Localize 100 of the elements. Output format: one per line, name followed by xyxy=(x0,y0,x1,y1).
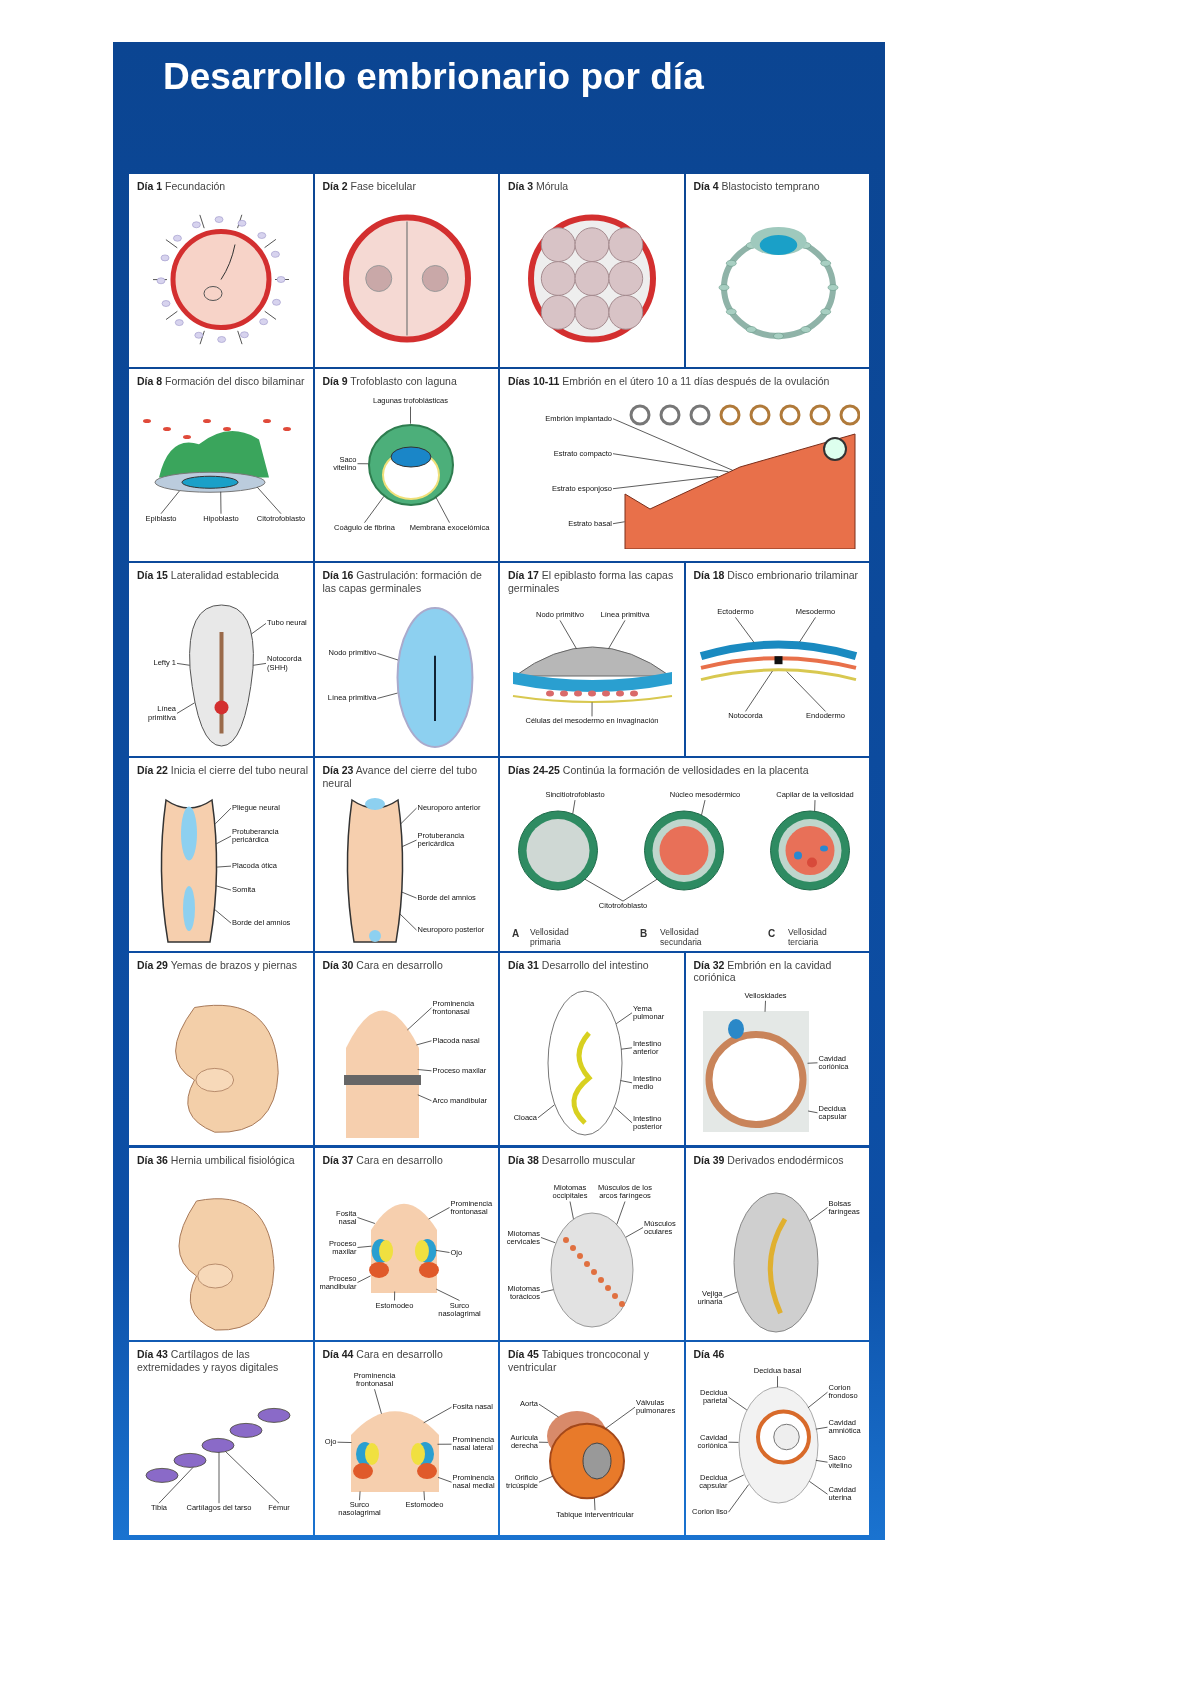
leader-line xyxy=(591,702,593,717)
leader-line xyxy=(401,839,417,848)
leader-line xyxy=(437,1477,452,1483)
leader-line xyxy=(569,1201,574,1220)
leader-line xyxy=(435,1249,450,1253)
panel xyxy=(685,174,869,367)
panel-heading: Día 45 Tabiques troncoconal y ventricular xyxy=(508,1348,651,1374)
panel xyxy=(500,563,684,757)
leader-line xyxy=(220,491,222,515)
panel xyxy=(314,758,498,951)
leader-line xyxy=(814,799,816,812)
panel-heading: Día 43 Cartílagos de las extremidades y rayos digitales xyxy=(137,1348,280,1374)
leader-line xyxy=(416,1040,432,1046)
panel xyxy=(129,952,313,1146)
panel xyxy=(129,174,313,367)
leader-line xyxy=(374,1388,382,1415)
leader-line xyxy=(745,670,773,712)
leader-line xyxy=(815,1426,828,1430)
leader-line xyxy=(612,453,729,473)
leader-line xyxy=(538,1441,549,1443)
panel-heading: Día 15 Lateralidad establecida xyxy=(137,569,280,582)
leader-line xyxy=(786,671,826,712)
panel-heading: Día 3 Mórula xyxy=(508,180,570,193)
leader-line xyxy=(435,496,450,524)
leader-line xyxy=(807,1391,828,1409)
leader-line xyxy=(401,891,417,899)
leader-line xyxy=(357,463,369,465)
panel xyxy=(685,563,869,757)
leader-line xyxy=(417,1069,432,1072)
leader-line xyxy=(399,913,417,931)
panel-heading: Día 38 Desarrollo muscular xyxy=(508,1153,637,1167)
leader-line xyxy=(701,799,706,816)
leader-line xyxy=(214,909,232,924)
leader-line xyxy=(625,1227,644,1238)
panel-heading: Día 4 Blastocisto temprano xyxy=(693,180,821,193)
panel-heading: Día 39 Derivados endodérmicos xyxy=(693,1153,845,1167)
leader-line xyxy=(158,1466,194,1504)
panel-heading: Día 32 Embrión en la cavidad coriónica xyxy=(693,958,833,984)
panel-heading: Días 10-11 Embrión en el útero 10 a 11 días después de la ovulación xyxy=(508,374,831,388)
leader-line xyxy=(364,495,385,524)
panel xyxy=(129,1342,313,1535)
leader-line xyxy=(423,1490,425,1501)
leader-line xyxy=(559,620,577,649)
leader-line xyxy=(407,1007,432,1031)
panel xyxy=(129,1147,313,1341)
leader-line xyxy=(620,1080,633,1084)
caption-label: Vellosidad secundaria xyxy=(660,928,703,948)
leader-line xyxy=(252,663,267,666)
panel xyxy=(685,1342,869,1535)
panel xyxy=(685,1147,869,1341)
panel-heading: Día 16 Gastrulación: formación de las capas germinales xyxy=(322,569,483,595)
leader-line xyxy=(176,663,191,666)
leader-line xyxy=(622,878,658,902)
leader-line xyxy=(176,702,195,714)
leader-line xyxy=(410,406,411,425)
panel xyxy=(500,1342,684,1535)
leader-line xyxy=(723,1291,738,1298)
leader-line xyxy=(808,1480,828,1495)
leader-line xyxy=(218,1451,220,1504)
leader-line xyxy=(572,799,576,815)
leader-line xyxy=(160,490,181,515)
leader-line xyxy=(540,1237,556,1244)
leader-line xyxy=(417,1094,432,1102)
leader-line xyxy=(612,418,734,471)
panel xyxy=(500,952,684,1146)
leader-line xyxy=(215,835,232,845)
leader-line xyxy=(616,1201,626,1225)
panel-heading: Día 30 Cara en desarrollo xyxy=(322,958,444,972)
panel-heading: Día 31 Desarrollo del intestino xyxy=(508,958,650,972)
leader-line xyxy=(735,617,755,643)
panel xyxy=(500,1147,684,1341)
panel xyxy=(129,563,313,757)
panel xyxy=(129,368,313,562)
panel-heading: Día 29 Yemas de brazos y piernas xyxy=(137,958,298,972)
leader-line xyxy=(256,486,282,515)
panel xyxy=(314,1342,498,1535)
leader-line xyxy=(764,1000,766,1013)
panel xyxy=(314,952,498,1146)
leader-line xyxy=(359,1491,361,1501)
leader-line xyxy=(608,620,626,649)
leader-line xyxy=(357,1245,372,1248)
leader-line xyxy=(216,865,232,868)
leader-line xyxy=(807,1062,818,1064)
panel-letter: A xyxy=(512,928,521,940)
panel-letter: C xyxy=(768,928,777,940)
leader-line xyxy=(225,1451,280,1504)
panel-heading: Día 36 Hernia umbilical fisiológica xyxy=(137,1153,296,1167)
panel-heading: Día 17 El epiblasto forma las capas germinales xyxy=(508,569,675,595)
panel-letter: B xyxy=(640,928,649,940)
leader-line xyxy=(251,623,267,635)
leader-line xyxy=(594,1497,596,1511)
leader-line xyxy=(537,1104,555,1119)
panel-heading: Día 22 Inicia el cierre del tubo neural xyxy=(137,764,309,777)
leader-line xyxy=(400,807,417,825)
panel-heading: Día 46 xyxy=(693,1348,726,1361)
panel-heading: Día 1 Fecundación xyxy=(137,180,227,193)
leader-line xyxy=(809,1207,828,1221)
leader-line xyxy=(394,1291,396,1301)
panel xyxy=(500,368,869,562)
leader-line xyxy=(728,1484,750,1513)
